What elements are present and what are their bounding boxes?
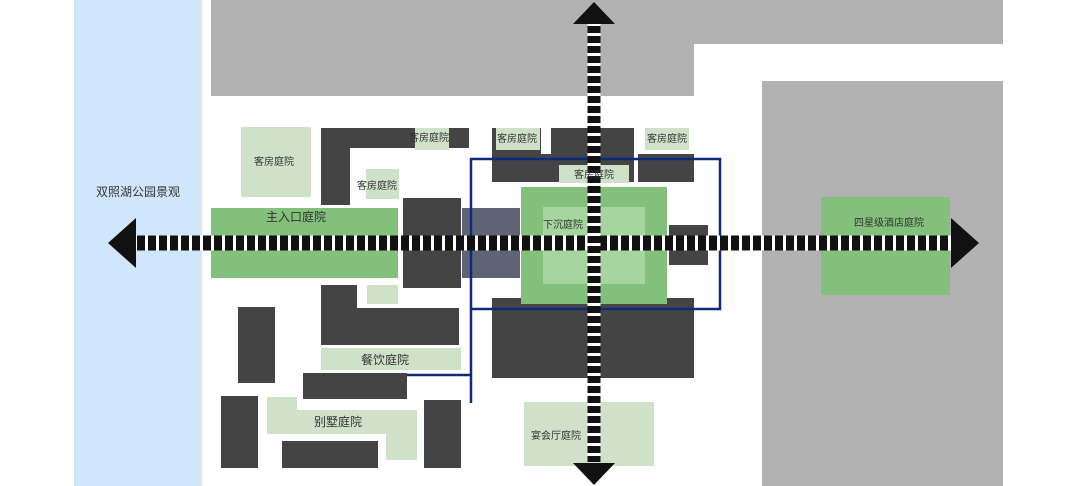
building-villa-west <box>221 396 258 468</box>
courtyard-small-square <box>367 285 398 304</box>
courtyard-guest-north-1 <box>415 128 449 150</box>
axis-arrow-east-icon <box>951 218 979 268</box>
label-main-entrance: 主入口庭院 <box>266 209 326 224</box>
label-guest-room-center: 客房庭院 <box>574 168 614 181</box>
building-villa-east <box>424 400 461 468</box>
vertical-axis <box>573 2 615 485</box>
axis-arrow-north-icon <box>573 2 615 24</box>
label-guest-room-northwest: 客房庭院 <box>254 155 294 168</box>
building-dining-south <box>303 373 407 399</box>
courtyard-guest-northwest <box>241 127 311 197</box>
label-banquet: 宴会厅庭院 <box>531 429 581 442</box>
building-west-block <box>238 307 275 383</box>
label-lake-park: 双照湖公园景观 <box>96 184 180 199</box>
label-guest-room-north-3: 客房庭院 <box>647 132 687 145</box>
courtyard-guest-north-2 <box>496 128 540 150</box>
label-villa: 别墅庭院 <box>314 414 362 429</box>
label-four-star-hotel: 四星级酒店庭院 <box>854 216 924 229</box>
axis-arrow-west-icon <box>108 218 136 268</box>
label-dining: 餐饮庭院 <box>361 352 409 367</box>
courtyard-guest-mid <box>366 169 399 199</box>
label-guest-room-north-1: 客房庭院 <box>409 131 449 144</box>
courtyard-villa <box>267 397 417 460</box>
label-sunken-courtyard: 下沉庭院 <box>543 218 583 231</box>
building-dining <box>321 285 459 345</box>
horizontal-axis <box>108 218 979 268</box>
courtyard-guest-north-3 <box>645 128 689 150</box>
axis-arrow-south-icon <box>573 463 615 485</box>
courtyard-dining <box>321 348 461 370</box>
label-guest-room-mid: 客房庭院 <box>357 179 397 192</box>
building-villa-south <box>282 441 378 468</box>
hotel-zone-top <box>211 0 1003 96</box>
label-guest-room-north-2: 客房庭院 <box>497 132 537 145</box>
